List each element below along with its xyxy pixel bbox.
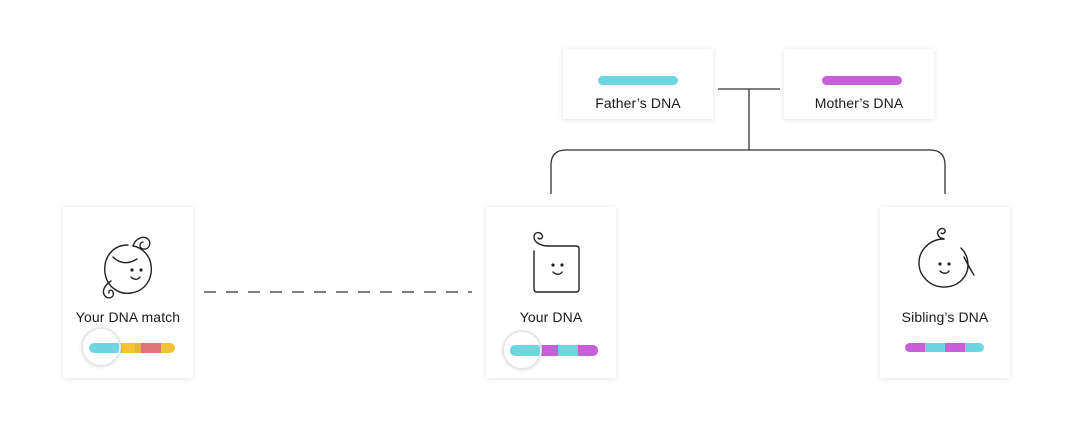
sibling-dna-card: Sibling’s DNA: [880, 207, 1010, 378]
father-dna-label: Father’s DNA: [595, 95, 681, 111]
your-dna-label: Your DNA: [519, 309, 583, 325]
mother-dna-label: Mother’s DNA: [814, 95, 904, 111]
dna-match-card: Your DNA match: [63, 207, 193, 378]
children-branch-line: [550, 149, 946, 194]
girl-face-icon: [102, 236, 152, 299]
your-dna-card: Your DNA: [486, 207, 616, 378]
your-dna-magnifier-icon: [502, 330, 542, 370]
match-magnifier-icon: [81, 327, 121, 367]
father-dna-card: Father’s DNA: [563, 49, 713, 119]
mother-dna-bar: [822, 76, 902, 85]
father-dna-bar: [598, 76, 678, 85]
sibling-face-icon: [918, 227, 975, 288]
dna-match-label: Your DNA match: [75, 309, 181, 325]
mother-dna-card: Mother’s DNA: [784, 49, 934, 119]
sibling-dna-label: Sibling’s DNA: [901, 309, 989, 325]
sibling-dna-bar: [905, 343, 984, 352]
baby-face-icon: [533, 231, 580, 293]
